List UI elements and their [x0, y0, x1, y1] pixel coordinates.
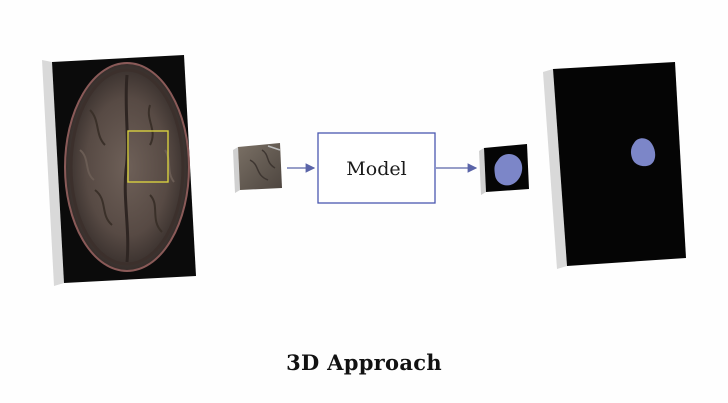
- tumor-mask-icon: [630, 138, 656, 167]
- mri-patch-icon: [238, 143, 282, 190]
- output-patch-edge: [479, 148, 486, 195]
- model-label: Model: [346, 158, 406, 180]
- input-patch-edge: [233, 147, 240, 193]
- output-volume-face: [553, 62, 686, 266]
- model-box: Model: [317, 132, 436, 204]
- output-patch: [479, 144, 529, 195]
- brain-mri-icon: [64, 62, 190, 272]
- diagram-caption: 3D Approach: [286, 350, 442, 375]
- input-patch: [233, 143, 282, 193]
- output-volume-edge: [543, 69, 567, 269]
- input-volume-edge: [42, 60, 64, 286]
- output-volume: [543, 62, 686, 269]
- roi-box: [127, 130, 169, 183]
- tumor-patch-icon: [494, 154, 523, 186]
- input-volume: [42, 55, 196, 286]
